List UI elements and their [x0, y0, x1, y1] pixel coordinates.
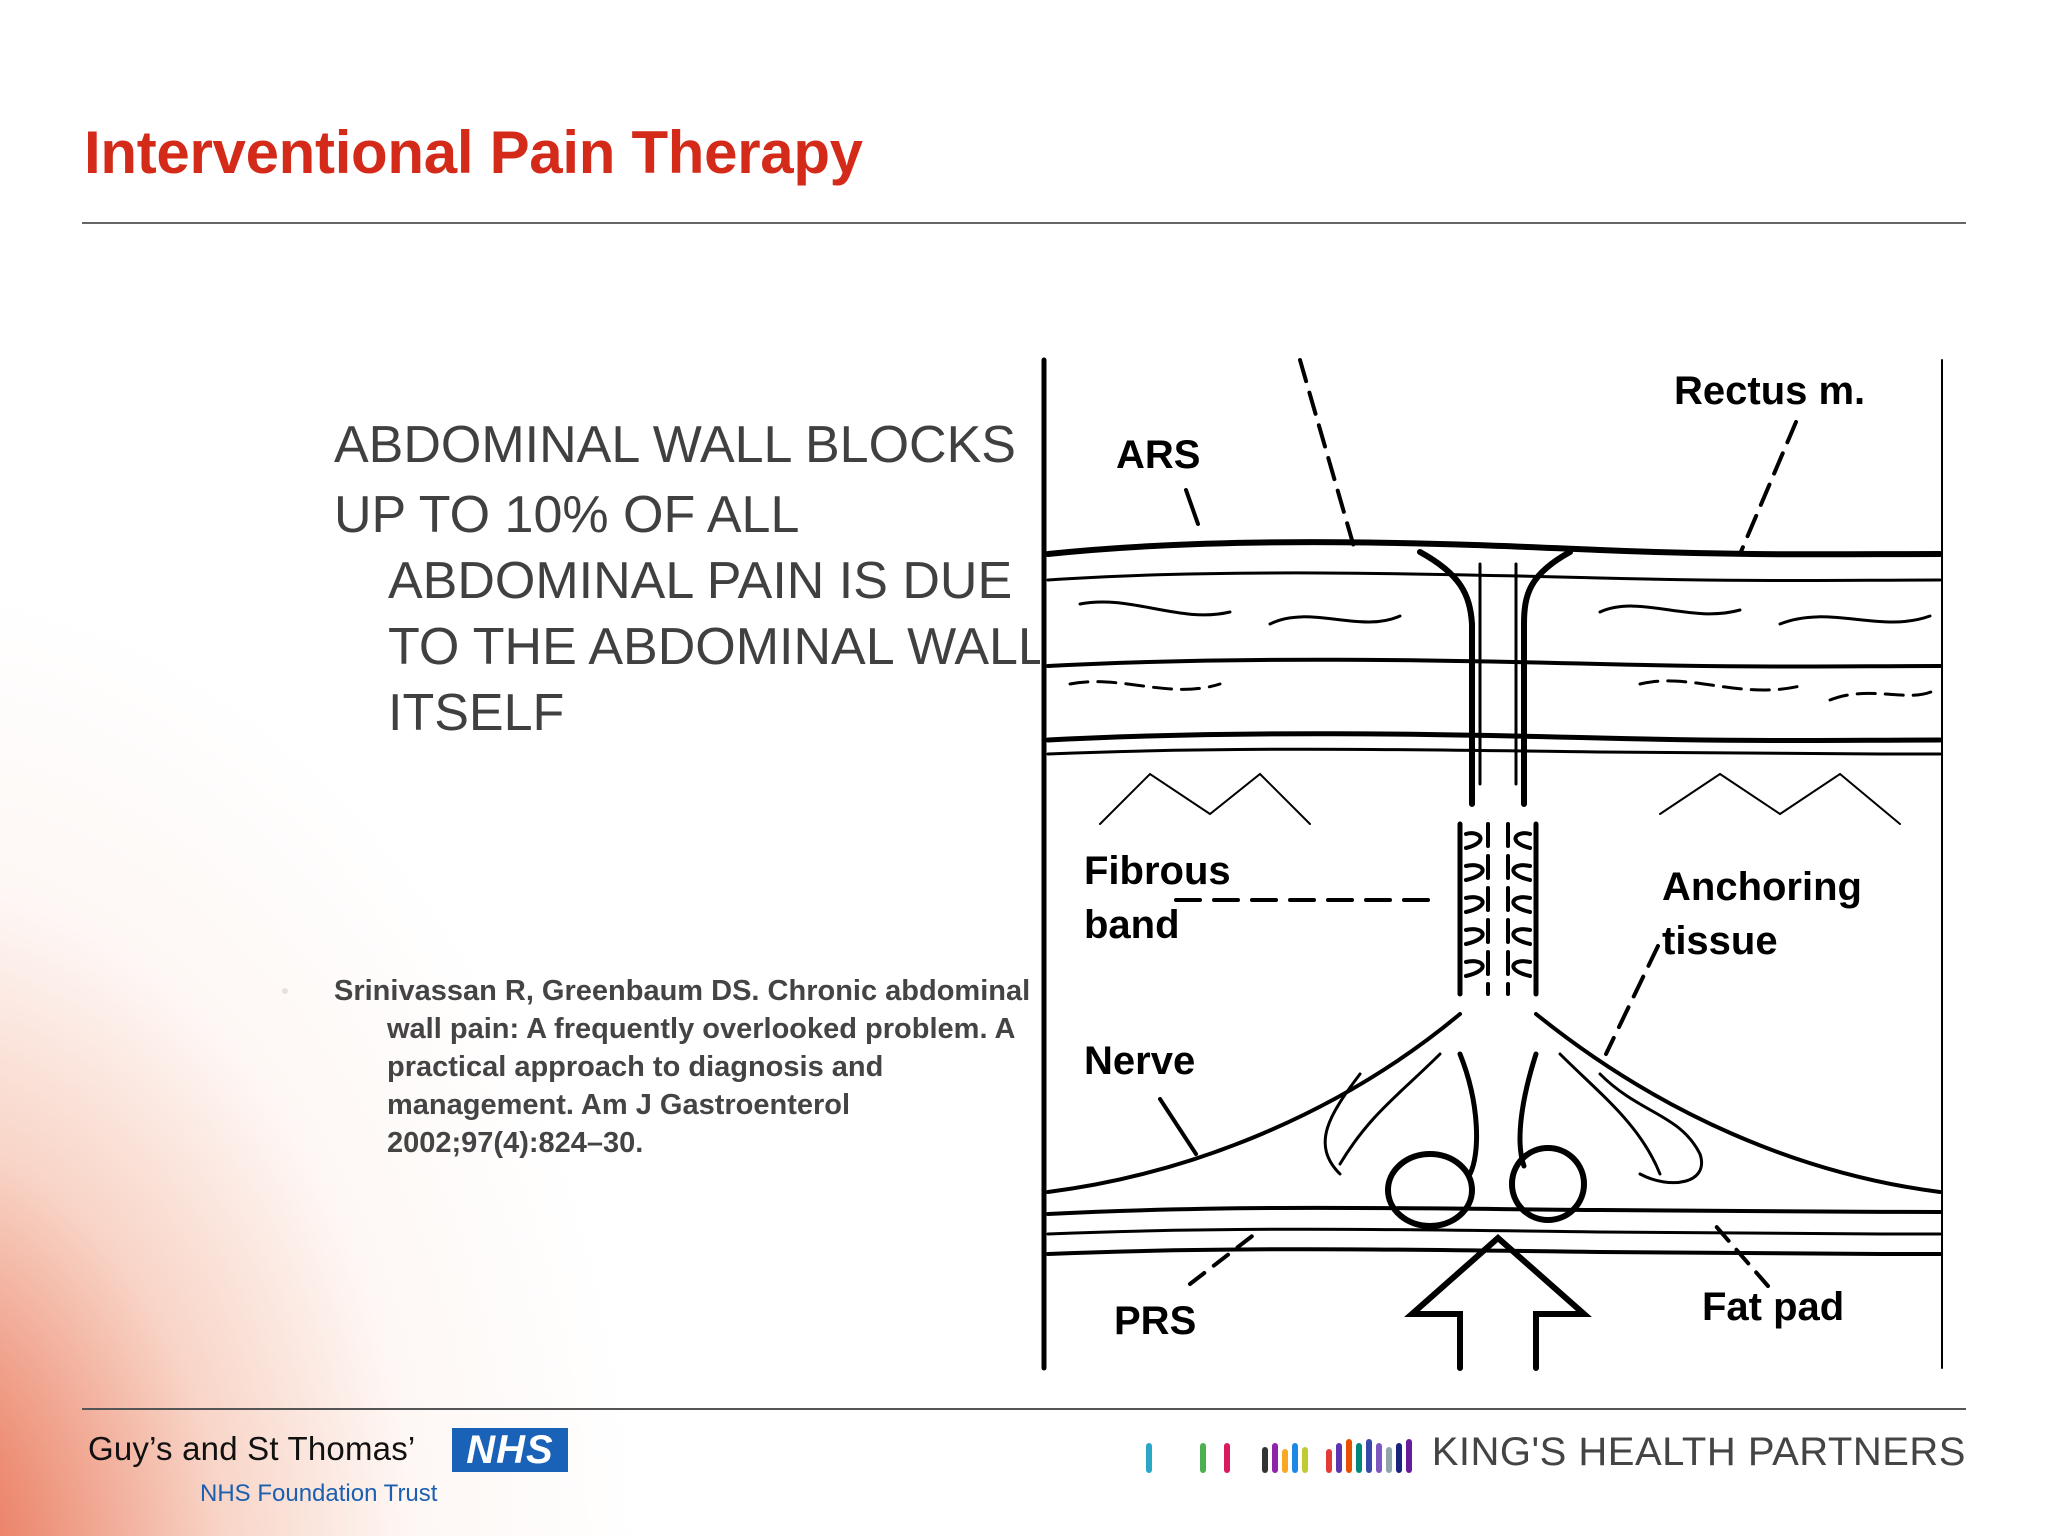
bullet-list: ABDOMINAL WALL BLOCKS UP TO 10% OF ALL A…: [334, 412, 1054, 746]
slide-title: Interventional Pain Therapy: [84, 119, 863, 186]
label-anchoring: Anchoring: [1662, 865, 1862, 909]
reference-bullet-dot: [282, 988, 288, 994]
reference-citation: Srinivassan R, Greenbaum DS. Chronic abd…: [334, 975, 1031, 1159]
label-rectus: Rectus m.: [1674, 369, 1865, 413]
label-fibrous: Fibrous: [1084, 849, 1231, 893]
label-band: band: [1084, 903, 1180, 947]
partners-name: KING'S HEALTH PARTNERS: [1431, 1430, 1966, 1474]
label-fat-pad: Fat pad: [1702, 1285, 1844, 1329]
anatomy-drawing: Rectus m. ARS Fibrous band Anchoring tis…: [1041, 357, 1943, 1371]
title-divider: [82, 222, 1966, 224]
trust-subtitle: NHS Foundation Trust: [200, 1480, 438, 1507]
label-prs: PRS: [1114, 1299, 1196, 1343]
bullet-abdominal-wall-blocks: ABDOMINAL WALL BLOCKS: [334, 416, 1016, 474]
bullet-ten-percent: UP TO 10% OF ALL ABDOMINAL PAIN IS DUE T…: [334, 486, 1045, 742]
kings-health-partners-logo: KING'S HEALTH PARTNERS: [1145, 1430, 1966, 1475]
kings-health-partners-logo-bars: [1145, 1433, 1412, 1473]
label-ars: ARS: [1116, 433, 1200, 477]
guys-st-thomas-logo: Guy’s and St Thomas’ NHS Foundation Trus…: [88, 1430, 437, 1507]
label-tissue: tissue: [1662, 919, 1778, 963]
abdominal-wall-anatomy-figure: Rectus m. ARS Fibrous band Anchoring tis…: [1040, 354, 1946, 1374]
trust-name: Guy’s and St Thomas’: [88, 1430, 416, 1467]
footer-divider: [82, 1408, 1966, 1410]
label-nerve: Nerve: [1084, 1039, 1195, 1083]
nhs-logo: NHS: [452, 1428, 568, 1472]
